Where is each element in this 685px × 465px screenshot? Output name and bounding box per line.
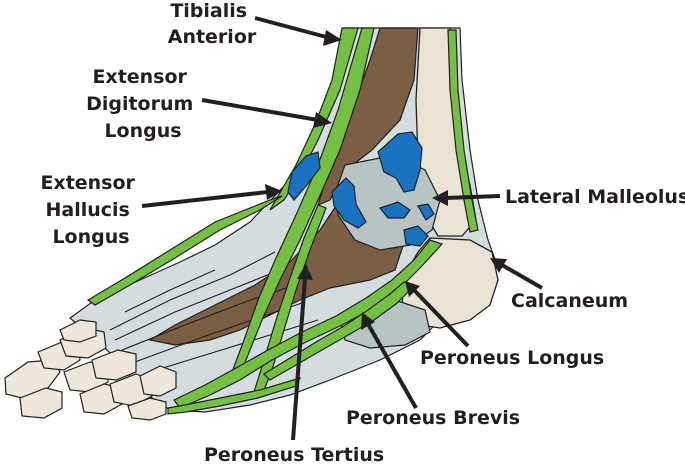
arrow-extensor-hallucis-longus [141, 184, 282, 208]
label-extensor-digitorum-longus: Extensor Digitorum Longus [86, 66, 200, 142]
arrow-calcaneum [490, 258, 543, 290]
label-lateral-malleolus: Lateral Malleolus [505, 186, 685, 208]
fat-pads [287, 131, 435, 247]
foot-illustration [4, 27, 499, 421]
extensor-hallucis-tendon [86, 195, 283, 306]
labels: Tibialis Anterior Extensor Digitorum Lon… [40, 0, 685, 465]
peroneus-brevis-tendon [263, 281, 416, 381]
label-tibialis-anterior: Tibialis Anterior [168, 0, 257, 48]
arrow-peroneus-longus [405, 281, 470, 348]
arrow-peroneus-tertius [291, 264, 313, 441]
toe-bones [4, 319, 177, 421]
label-peroneus-tertius: Peroneus Tertius [204, 444, 384, 465]
label-extensor-hallucis-longus: Extensor Hallucis Longus [40, 172, 141, 248]
label-peroneus-longus: Peroneus Longus [420, 347, 604, 369]
arrow-lateral-malleolus [432, 190, 501, 206]
pointer-arrows [141, 16, 543, 441]
arrow-peroneus-brevis [361, 312, 418, 409]
arrow-extensor-digitorum-longus [201, 98, 332, 128]
lateral-sheath-tendon [447, 29, 479, 233]
tendons [86, 27, 479, 415]
arrow-tibialis-anterior [254, 16, 342, 46]
label-peroneus-brevis: Peroneus Brevis [346, 407, 520, 429]
label-calcaneum: Calcaneum [511, 290, 628, 312]
